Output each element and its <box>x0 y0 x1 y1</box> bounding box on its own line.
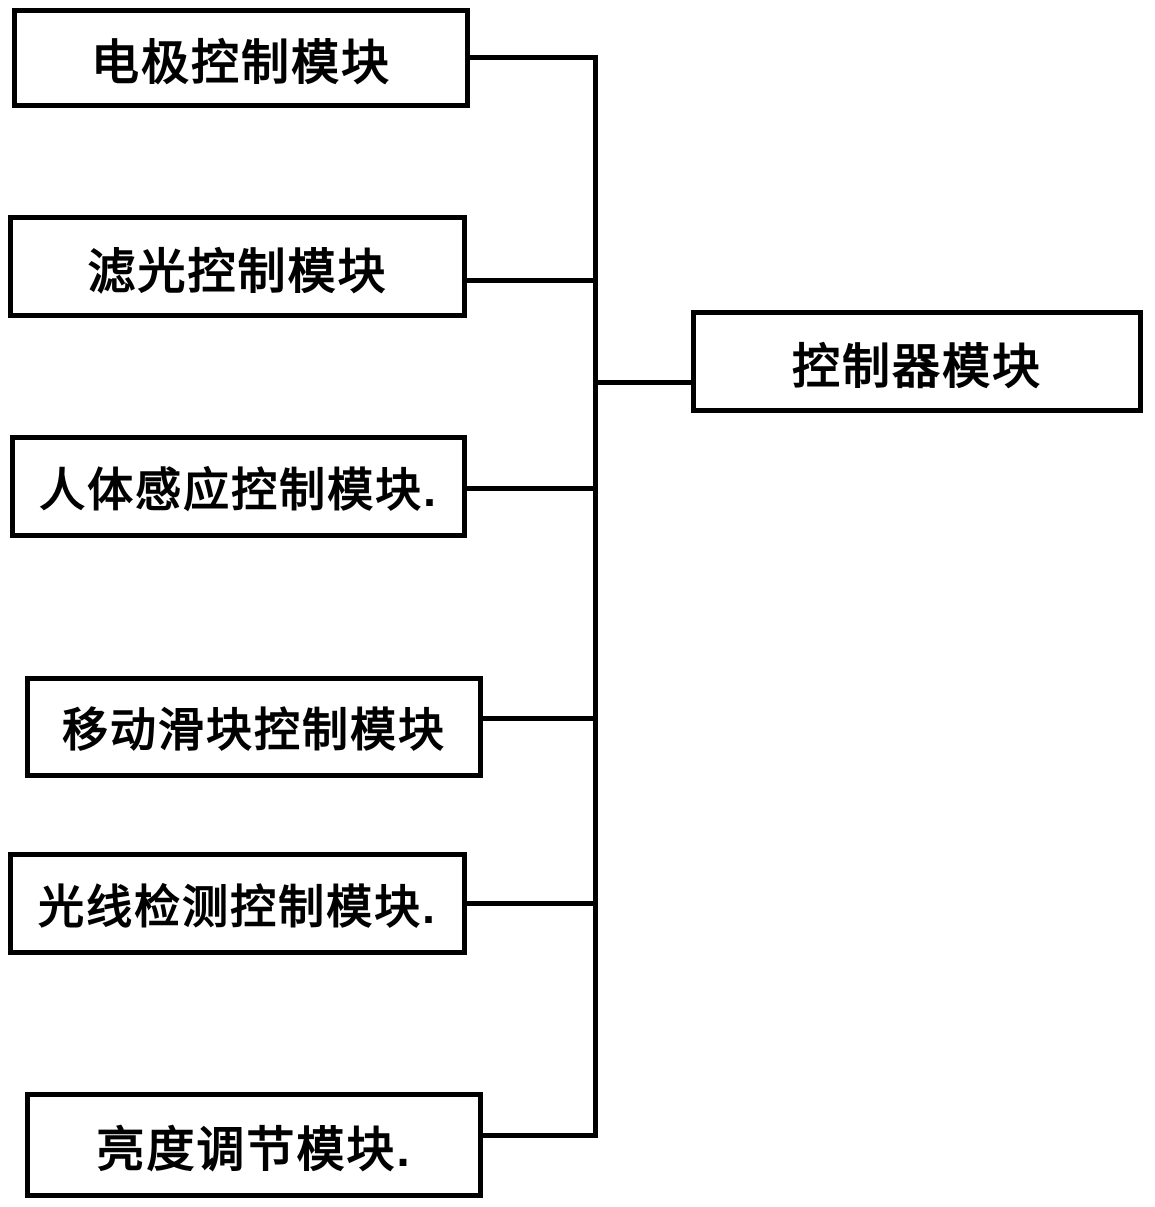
connector-line-electrode-control <box>468 55 595 60</box>
connector-line-controller <box>596 380 693 385</box>
module-box-slider-control: 移动滑块控制模块 <box>25 676 483 778</box>
module-label: 控制器模块 <box>791 340 1042 394</box>
module-box-controller: 控制器模块 <box>691 310 1143 413</box>
connector-line-slider-control <box>481 716 595 721</box>
module-label: 移动滑块控制模块 <box>62 704 446 756</box>
module-label: 光线检测控制模块. <box>38 880 437 933</box>
module-box-electrode-control: 电极控制模块 <box>12 8 470 108</box>
connector-line-brightness-adjust <box>481 1133 595 1138</box>
module-box-brightness-adjust: 亮度调节模块. <box>25 1092 483 1198</box>
module-label: 人体感应控制模块. <box>39 463 438 516</box>
connector-line-filter-control <box>465 278 595 283</box>
module-box-light-detection-control: 光线检测控制模块. <box>8 852 467 955</box>
module-box-filter-control: 滤光控制模块 <box>8 215 467 318</box>
connector-line-light-detection-control <box>465 901 595 906</box>
connector-line-human-sensor-control <box>465 486 595 491</box>
module-box-human-sensor-control: 人体感应控制模块. <box>10 435 467 538</box>
module-label: 滤光控制模块 <box>87 245 388 299</box>
trunk-line <box>593 55 598 1138</box>
module-label: 电极控制模块 <box>90 37 391 90</box>
module-label: 亮度调节模块. <box>96 1124 412 1177</box>
